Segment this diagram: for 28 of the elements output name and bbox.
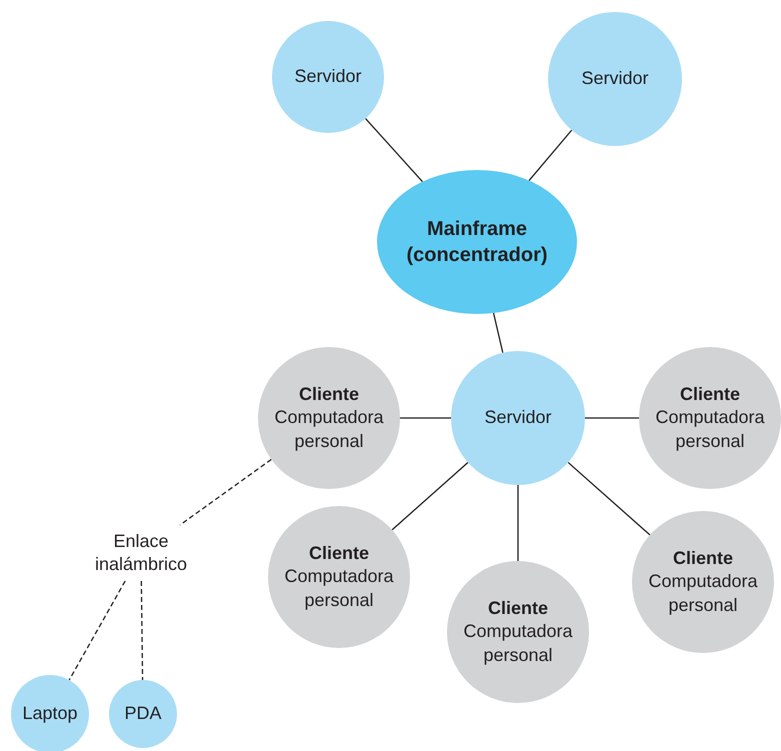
connector-line bbox=[528, 130, 572, 181]
node-title: Cliente bbox=[298, 382, 359, 406]
node-text: Computadora personal bbox=[647, 570, 759, 617]
node-text: Servidor bbox=[581, 67, 649, 90]
node-text: PDA bbox=[124, 702, 162, 726]
connector-line bbox=[392, 462, 468, 530]
node-title: Cliente bbox=[680, 382, 740, 406]
connector-line bbox=[400, 417, 451, 419]
dashed-connector bbox=[68, 580, 126, 680]
node-title: Cliente bbox=[488, 596, 548, 620]
node-text: Mainframe (concentrador) bbox=[405, 217, 549, 268]
connector-line bbox=[492, 312, 504, 353]
node-text: Servidor bbox=[484, 406, 552, 430]
connector-line bbox=[568, 462, 650, 536]
node-text: Computadora personal bbox=[654, 406, 766, 453]
dashed-connector bbox=[180, 458, 272, 526]
connector-line bbox=[585, 417, 639, 419]
node-text: Computadora personal bbox=[462, 620, 574, 667]
node-text: Computadora personal bbox=[273, 406, 385, 453]
node-title: Cliente bbox=[672, 546, 733, 570]
dashed-connector bbox=[140, 581, 144, 680]
node-text: Servidor bbox=[294, 65, 362, 88]
connector-line bbox=[517, 485, 519, 561]
node-text: Laptop bbox=[22, 702, 78, 726]
node-text: Computadora personal bbox=[283, 565, 395, 612]
node-title: Cliente bbox=[308, 542, 369, 565]
connector-line bbox=[365, 118, 423, 182]
node-text: Enlace inalámbrico bbox=[94, 530, 188, 576]
